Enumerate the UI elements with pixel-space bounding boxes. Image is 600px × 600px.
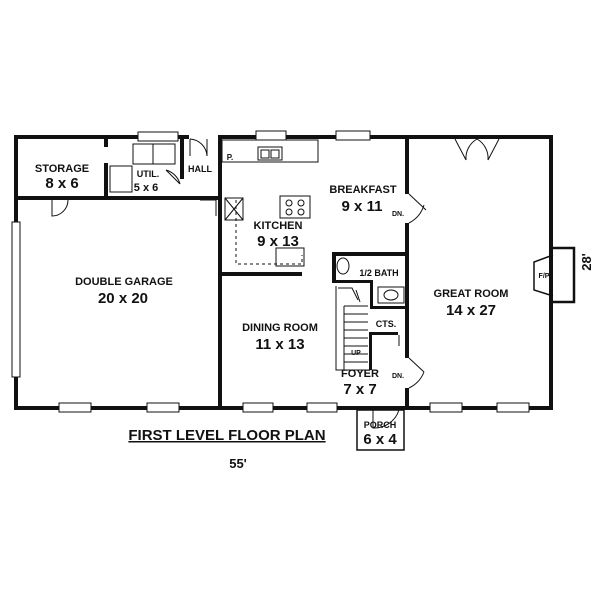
closet-name: CTS. [376,319,397,329]
foyer-name: FOYER [341,368,379,380]
breakfast-size: 9 x 11 [342,198,383,215]
garage-name: DOUBLE GARAGE [75,276,173,288]
dining-size: 11 x 13 [255,336,304,353]
plan-marks: P. F/P UP DN. DN. [227,153,550,380]
util-name: UTIL. [137,169,160,179]
breakfast-name: BREAKFAST [329,184,397,196]
great-room-size: 14 x 27 [446,302,496,319]
kitchen-size: 9 x 13 [257,233,299,250]
fireplace-mark: F/P [539,273,550,280]
plan-title: FIRST LEVEL FLOOR PLAN [128,427,325,444]
windows [11,130,530,413]
util-size: 5 x 6 [134,182,158,194]
dining-name: DINING ROOM [242,322,318,334]
stair-up-mark: UP [351,350,361,357]
depth-dimension: 28' [579,253,594,271]
storage-name: STORAGE [35,163,89,175]
pantry-mark: P. [227,153,234,162]
porch-size: 6 x 4 [363,431,397,448]
staircase [335,286,368,371]
foyer-size: 7 x 7 [343,381,376,398]
kitchen-fixtures [109,139,319,267]
down-breakfast-mark: DN. [392,211,404,218]
room-labels: STORAGE 8 x 6 UTIL. 5 x 6 HALL DOUBLE GA… [35,163,509,448]
half-bath-name: 1/2 BATH [359,268,398,278]
down-foyer-mark: DN. [392,373,404,380]
hall-name: HALL [188,164,212,174]
width-dimension: 55' [229,456,247,471]
storage-size: 8 x 6 [45,175,78,192]
kitchen-name: KITCHEN [254,220,303,232]
porch-name: PORCH [364,420,397,430]
bath-fixtures [336,257,405,304]
great-room-name: GREAT ROOM [434,288,509,300]
interior-walls [18,139,576,451]
doors [51,138,500,429]
garage-size: 20 x 20 [98,290,148,307]
